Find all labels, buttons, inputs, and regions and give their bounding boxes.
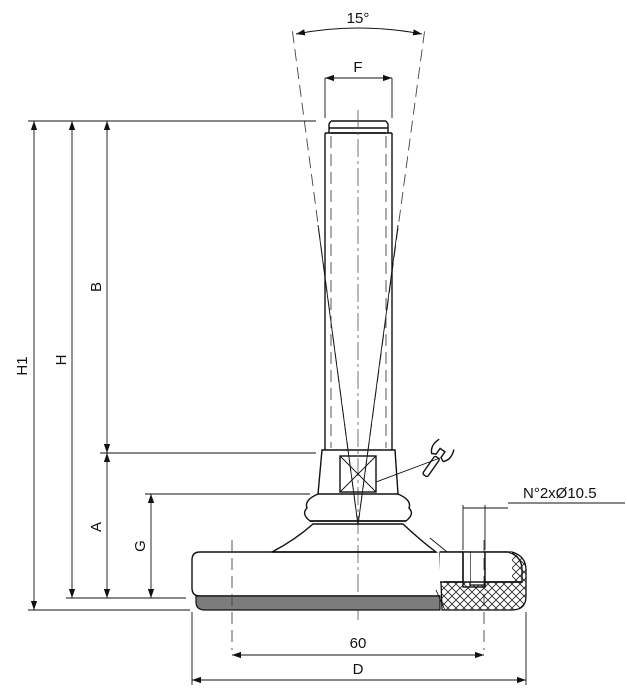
dimension-f: F bbox=[324, 59, 393, 118]
dimension-h1-label: H1 bbox=[14, 356, 31, 375]
dimension-h: H bbox=[53, 121, 76, 598]
dimension-b-label: B bbox=[88, 282, 105, 292]
threaded-stud bbox=[324, 110, 393, 620]
dimension-g: G bbox=[132, 494, 155, 598]
hole-spacing-label: 60 bbox=[350, 635, 367, 652]
dimension-g-label: G bbox=[132, 540, 149, 552]
dimension-f-label: F bbox=[353, 59, 362, 76]
dimension-h-label: H bbox=[53, 355, 70, 366]
base-plate bbox=[191, 537, 485, 650]
extension-lines bbox=[28, 120, 316, 611]
dimension-b: B bbox=[88, 121, 111, 453]
swivel-angle: 15° bbox=[291, 10, 426, 526]
hole-label: N°2xØ10.5 bbox=[523, 485, 597, 502]
hex-nut bbox=[317, 449, 441, 495]
dimension-holes: N°2xØ10.5 bbox=[462, 485, 625, 550]
dimension-hole-spacing: 60 bbox=[232, 635, 484, 659]
dimension-d-label: D bbox=[353, 661, 364, 678]
dimension-a: A bbox=[88, 453, 111, 598]
angle-label: 15° bbox=[347, 10, 370, 27]
dimension-h1: H1 bbox=[14, 121, 38, 610]
wrench-icon bbox=[422, 438, 455, 478]
base-section bbox=[439, 551, 527, 611]
dimension-a-label: A bbox=[88, 522, 105, 532]
angle-arc bbox=[295, 27, 423, 36]
dimension-d: D bbox=[191, 612, 527, 685]
ball-joint-housing bbox=[271, 493, 439, 553]
